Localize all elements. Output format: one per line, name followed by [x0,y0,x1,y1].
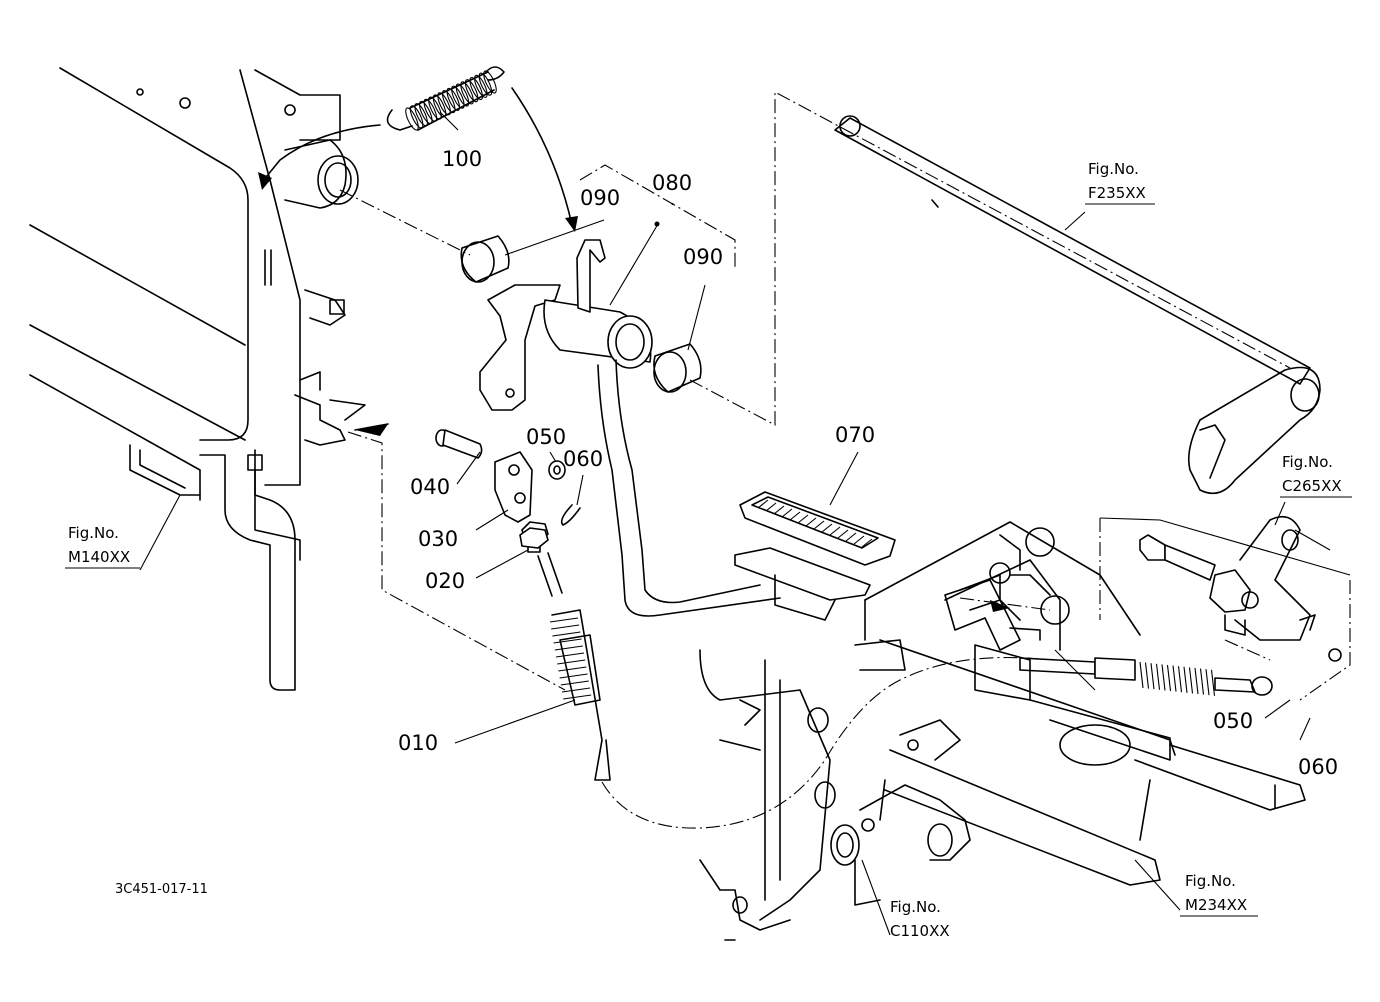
clutch-pedal-arm [460,235,781,617]
callout-090-left: 090 [580,186,620,210]
callout-030: 030 [418,527,458,551]
callout-020: 020 [425,569,465,593]
washer [548,460,566,480]
svg-text:Fig.No.: Fig.No. [1282,453,1333,471]
callout-040: 040 [410,475,450,499]
pedal-bracket-frame [854,521,1306,886]
callout-090-right: 090 [683,245,723,269]
callout-060-left: 060 [563,447,603,471]
figure-references: Fig.No. F235XX Fig.No. C265XX Fig.No. M1… [65,160,1352,940]
clutch-cable [521,521,1273,829]
fig-ref-m234xx: Fig.No. M234XX [1180,872,1258,917]
fig-ref-c110xx: Fig.No. C110XX [890,898,950,940]
callout-100: 100 [442,147,482,171]
svg-text:C265XX: C265XX [1282,477,1342,495]
callout-050-right: 050 [1213,709,1253,733]
cross-shaft [834,115,1321,495]
callout-010: 010 [398,731,438,755]
svg-text:M234XX: M234XX [1185,896,1247,914]
fig-ref-c265xx: Fig.No. C265XX [1280,453,1352,498]
callout-060-right: 060 [1298,755,1338,779]
drawing-code: 3C451-017-11 [115,882,208,897]
lock-nut [519,527,549,549]
assembly-guide-lines [339,91,1351,701]
svg-text:C110XX: C110XX [890,922,950,940]
svg-text:F235XX: F235XX [1088,184,1146,202]
part-callouts: 100 090 080 090 070 050 060 040 030 020 … [398,147,1338,779]
svg-text:M140XX: M140XX [68,548,130,566]
lower-housing [699,649,971,941]
clevis-yoke [494,451,533,523]
clevis-pin [435,429,483,459]
fig-ref-m140xx: Fig.No. M140XX [65,524,140,569]
callout-050-left: 050 [526,425,566,449]
cotter-pin [560,504,581,526]
callout-070: 070 [835,423,875,447]
left-frame-panel [29,67,366,691]
svg-text:Fig.No.: Fig.No. [1185,872,1236,890]
leader-lines [139,111,1311,936]
callout-080: 080 [652,171,692,195]
return-spring [258,66,578,232]
release-linkage [1099,515,1351,662]
svg-text:Fig.No.: Fig.No. [1088,160,1139,178]
svg-text:Fig.No.: Fig.No. [890,898,941,916]
svg-text:Fig.No.: Fig.No. [68,524,119,542]
pedal-pad [734,491,896,621]
fig-ref-f235xx: Fig.No. F235XX [1085,160,1155,205]
